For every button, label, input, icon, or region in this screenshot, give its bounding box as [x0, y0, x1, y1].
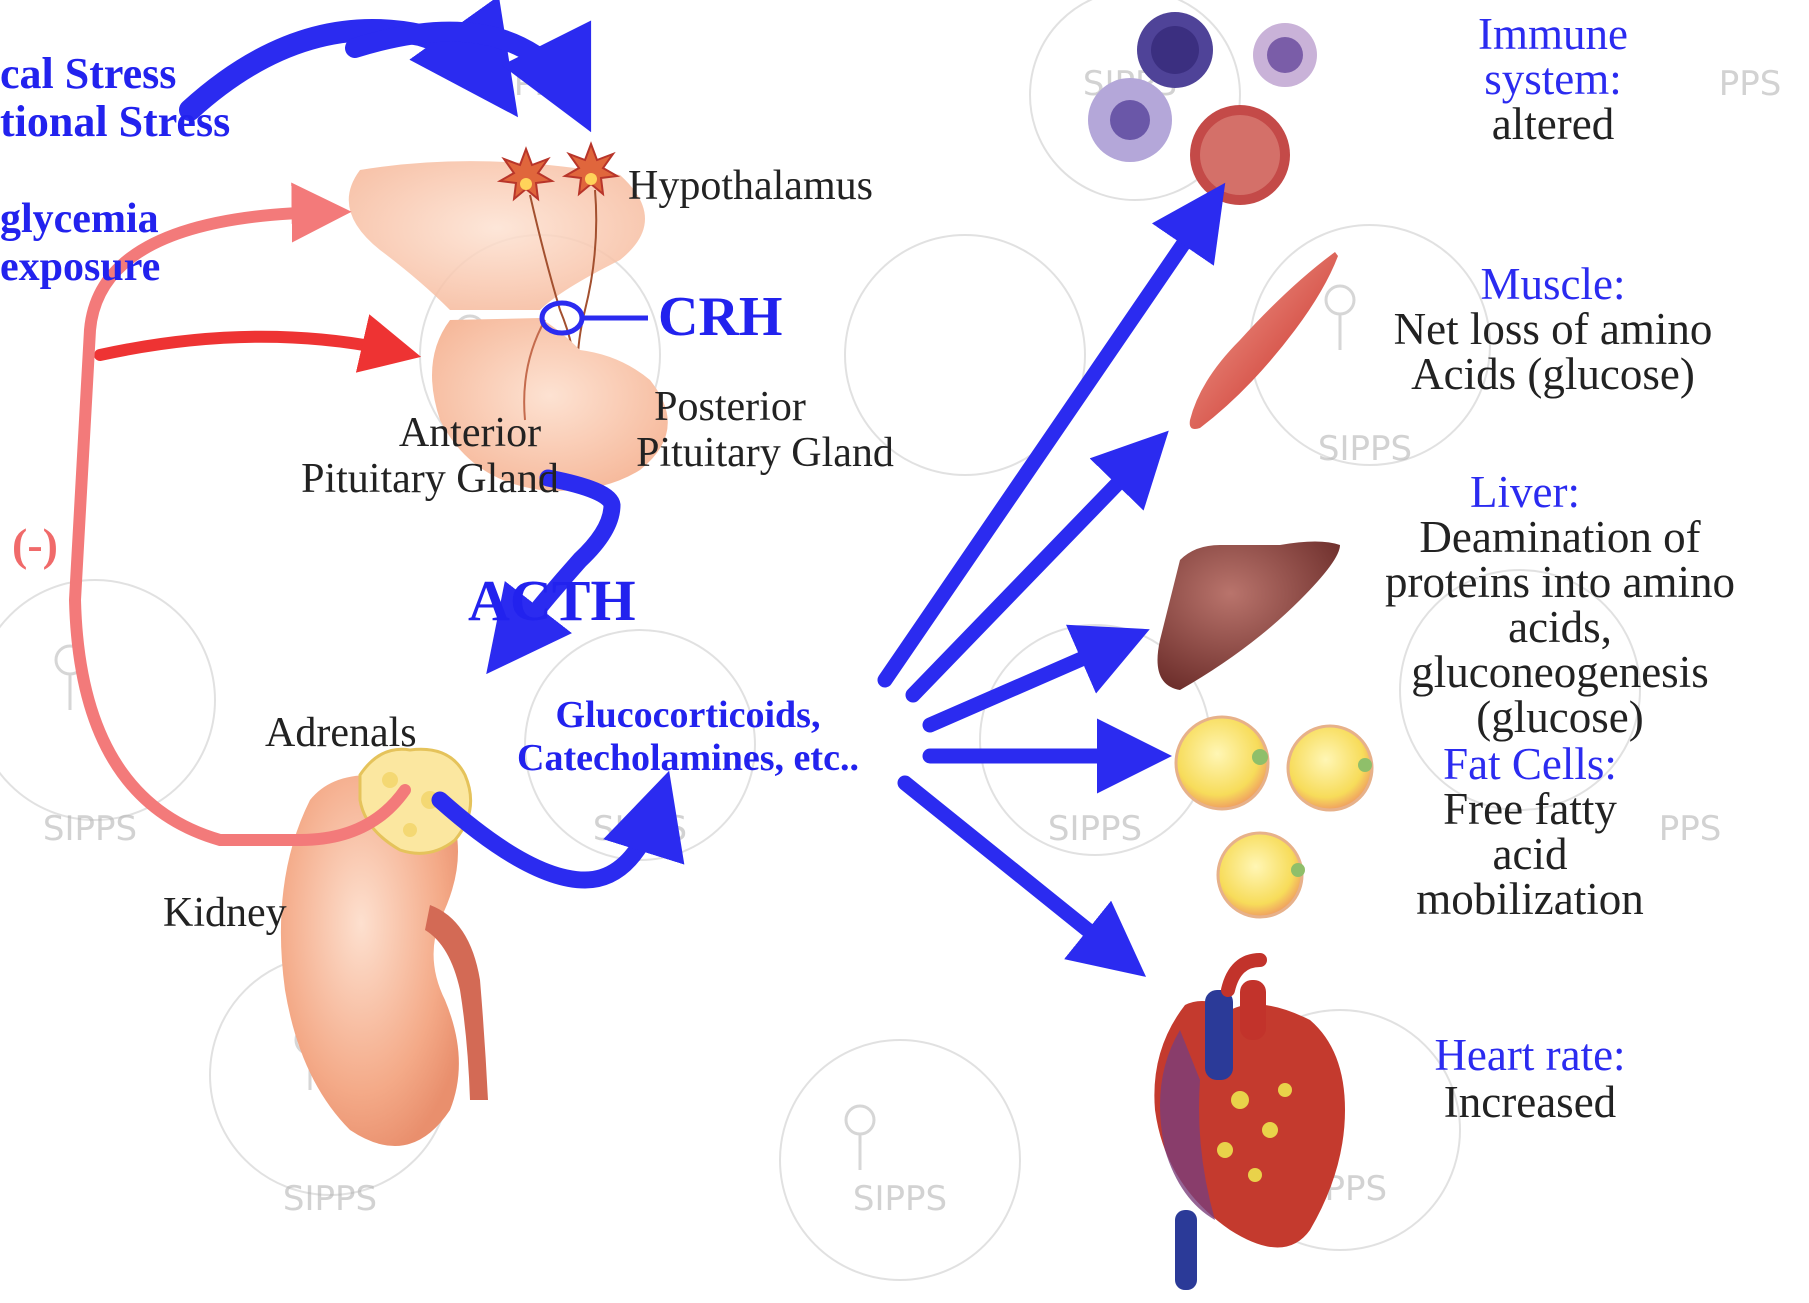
fat-effect: Fat Cells: Free fatty acid mobilization	[1416, 742, 1643, 922]
crh-label: CRH	[658, 289, 782, 345]
posterior-pituitary-line2: Pituitary Gland	[636, 430, 894, 476]
immune-desc: altered	[1478, 102, 1628, 147]
acth-label: ACTH	[468, 572, 636, 630]
fat-cells-icon	[1176, 717, 1372, 917]
fat-desc-2: acid	[1416, 832, 1643, 877]
svg-text:SIPPS: SIPPS	[1318, 429, 1412, 469]
heart-icon	[1154, 960, 1345, 1290]
hormones-line2: Catecholamines, etc..	[517, 737, 859, 780]
muscle-desc-1: Net loss of amino	[1394, 307, 1713, 352]
stressor-physical-label: cal Stress	[0, 52, 176, 96]
stressor-emotional-label: tional Stress	[0, 100, 230, 144]
svg-text:PPS: PPS	[1659, 809, 1722, 849]
immune-title: Immune	[1478, 12, 1628, 57]
muscle-desc-2: Acids (glucose)	[1394, 352, 1713, 397]
svg-text:PPS: PPS	[1719, 64, 1782, 104]
stressor-glycemia-label: glycemia	[0, 198, 159, 240]
fat-desc-3: mobilization	[1416, 877, 1643, 922]
adrenals-label: Adrenals	[265, 712, 417, 754]
kidney-label: Kidney	[163, 892, 287, 934]
svg-text:SIPPS: SIPPS	[853, 1179, 947, 1219]
svg-text:SIPPS: SIPPS	[43, 809, 137, 849]
immune-title2: system:	[1478, 57, 1628, 102]
liver-desc-1: Deamination of	[1385, 515, 1735, 560]
heart-desc: Increased	[1434, 1079, 1625, 1126]
muscle-title: Muscle:	[1394, 262, 1713, 307]
posterior-pituitary-label: Posterior Pituitary Gland	[636, 384, 894, 476]
fat-desc-1: Free fatty	[1416, 787, 1643, 832]
heart-effect: Heart rate: Increased	[1434, 1032, 1625, 1127]
liver-title: Liver:	[1385, 470, 1735, 515]
stressor-exposure-label: exposure	[0, 246, 160, 288]
muscle-effect: Muscle: Net loss of amino Acids (glucose…	[1394, 262, 1713, 397]
anterior-pituitary-line1: Anterior	[301, 410, 559, 456]
fat-title: Fat Cells:	[1416, 742, 1643, 787]
liver-desc-4: gluconeogenesis	[1385, 650, 1735, 695]
liver-effect: Liver: Deamination of proteins into amin…	[1385, 470, 1735, 740]
hypothalamus-label: Hypothalamus	[628, 165, 873, 207]
posterior-pituitary-line1: Posterior	[636, 384, 894, 430]
anterior-pituitary-label: Anterior Pituitary Gland	[301, 410, 559, 502]
immune-cells-icon	[1088, 12, 1317, 205]
anterior-pituitary-line2: Pituitary Gland	[301, 456, 559, 502]
hormones-line1: Glucocorticoids,	[517, 694, 859, 737]
liver-desc-5: (glucose)	[1385, 695, 1735, 740]
liver-desc-3: acids,	[1385, 605, 1735, 650]
hormones-label: Glucocorticoids, Catecholamines, etc..	[517, 694, 859, 779]
svg-text:SIPPS: SIPPS	[1048, 809, 1142, 849]
negative-feedback-label: (-)	[12, 522, 58, 568]
liver-desc-2: proteins into amino	[1385, 560, 1735, 605]
immune-effect: Immune system: altered	[1478, 12, 1628, 147]
crh-release-marker	[542, 303, 648, 333]
heart-title: Heart rate:	[1434, 1032, 1625, 1079]
svg-text:SIPPS: SIPPS	[283, 1179, 377, 1219]
liver-icon	[1158, 542, 1341, 691]
